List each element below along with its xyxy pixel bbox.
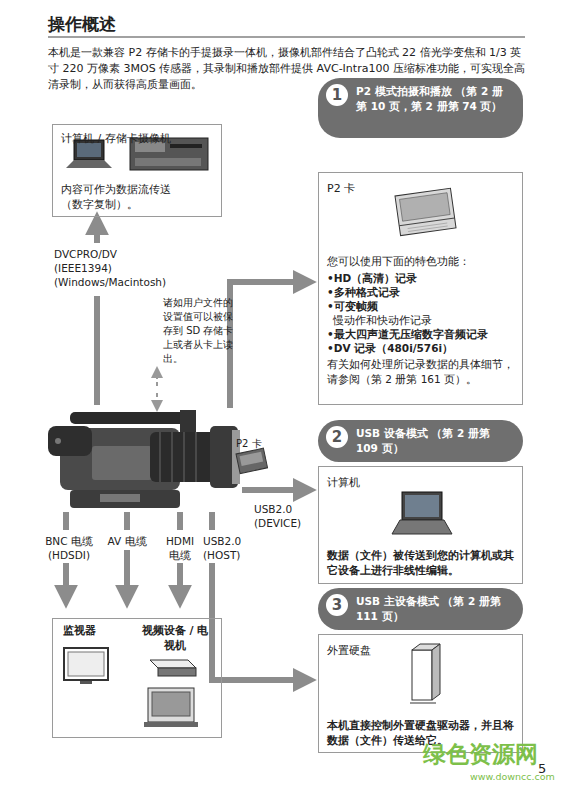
annotation: USB2.0 (DEVICE)	[254, 502, 316, 530]
annotation: HDMI 电缆	[160, 534, 200, 562]
content-box: 计算机 / 存储卡摄像机内容可作为数据流传送 （数字复制）。	[52, 124, 222, 217]
box-text: •DV 记录（480i/576i）	[327, 341, 514, 355]
page-title: 操作概述	[48, 13, 116, 35]
callout-number: 2	[326, 426, 348, 448]
content-box: 监视器 视频设备 / 电视机	[52, 618, 222, 738]
box-text: 内容可作为数据流传送 （数字复制）。	[61, 182, 183, 212]
watermark: 5	[538, 762, 552, 776]
annotation: USB2.0 (HOST)	[203, 534, 251, 562]
content-box: 计算机数据（文件）被传送到您的计算机或其它设备上进行非线性编辑。	[318, 466, 523, 584]
mode-title: USB 主设备模式 （第 2 册第 111 页）	[356, 594, 513, 624]
device-name: 监视器	[63, 623, 96, 638]
annotation: AV 电缆	[103, 534, 151, 548]
mode-banner: 2 USB 设备模式 （第 2 册第 109 页）	[318, 420, 523, 462]
watermark: 绿色资源网	[423, 740, 543, 768]
callout-number: 3	[326, 594, 348, 616]
mode-banner: 1 P2 模式拍摄和播放 （第 2 册第 10 页，第 2 册第 74 页）	[318, 78, 523, 138]
mode-title: USB 设备模式 （第 2 册第 109 页）	[356, 426, 513, 456]
mode-title: P2 模式拍摄和播放 （第 2 册第 10 页，第 2 册第 74 页）	[356, 84, 513, 114]
annotation: BNC 电缆 (HDSDI)	[44, 534, 94, 562]
box-text: •HD（高清）记录	[327, 271, 514, 285]
box-text: 数据（文件）被传送到您的计算机或其它设备上进行非线性编辑。	[327, 548, 514, 578]
annotation: 诸如用户文件的设置值可以被保存到 SD 存储卡上或者从卡上读出。	[163, 296, 239, 366]
box-heading: 外置硬盘	[327, 643, 514, 658]
box-text: 您可以使用下面的特色功能：	[327, 254, 514, 269]
annotation: DVCPRO/DV (IEEE1394) (Windows/Macintosh)	[52, 246, 174, 290]
content-box: P2 卡您可以使用下面的特色功能： •HD（高清）记录•多种格式记录•可变帧频慢动…	[318, 172, 523, 405]
device-name: 视频设备 / 电视机	[139, 623, 211, 653]
box-text: 慢动作和快动作记录	[327, 313, 514, 327]
box-text: •可变帧频	[327, 299, 514, 313]
box-heading: 计算机	[327, 475, 514, 490]
box-heading: P2 卡	[327, 181, 514, 196]
box-text: •最大四声道无压缩数字音频记录	[327, 327, 514, 341]
box-text: 有关如何处理所记录数据的具体细节，请参阅（第 2 册第 161 页）。	[327, 357, 514, 387]
intro-text: 本机是一款兼容 P2 存储卡的手提摄录一体机，摄像机部件结合了凸轮式 22 倍光…	[48, 45, 526, 93]
box-text: •多种格式记录	[327, 285, 514, 299]
annotation: P2 卡	[236, 437, 270, 451]
box-heading: 计算机 / 存储卡摄像机	[61, 131, 213, 146]
content-box: 外置硬盘本机直接控制外置硬盘驱动器，并且将数据（文件）传送给它。	[318, 634, 523, 753]
mode-banner: 3 USB 主设备模式 （第 2 册第 111 页）	[318, 588, 523, 630]
callout-number: 1	[326, 84, 348, 106]
